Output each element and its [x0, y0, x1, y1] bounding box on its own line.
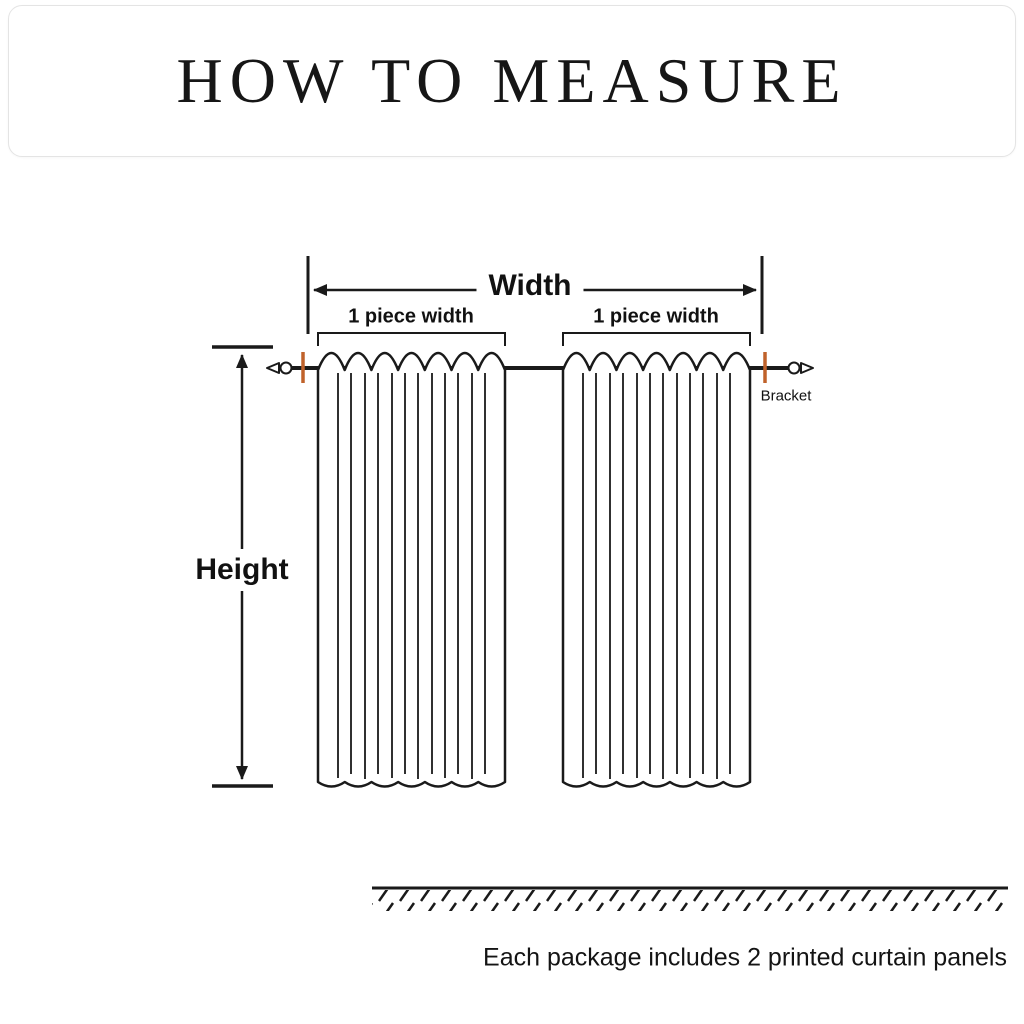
curtain-panel-right: [561, 351, 752, 788]
piece-width-label-right: 1 piece width: [593, 305, 719, 328]
piece-width-bracket-left: [317, 332, 506, 346]
width-label: Width: [476, 269, 584, 303]
piece-width-bracket-right: [562, 332, 751, 346]
title-card: HOW TO MEASURE: [8, 5, 1016, 157]
floor-hatching: [372, 890, 1008, 911]
measurement-diagram: Width 1 piece width 1 piece width Height…: [0, 160, 1024, 1024]
rod-finial-right-icon: [787, 361, 814, 375]
bracket-label: Bracket: [760, 387, 812, 405]
height-label: Height: [187, 549, 297, 591]
footer-note: Each package includes 2 printed curtain …: [483, 943, 1007, 972]
rod-finial-left-icon: [266, 361, 293, 375]
piece-width-label-left: 1 piece width: [348, 305, 474, 328]
diagram-canvas: [212, 256, 1008, 911]
page-title: HOW TO MEASURE: [176, 45, 848, 116]
curtain-panel-left: [316, 351, 507, 788]
